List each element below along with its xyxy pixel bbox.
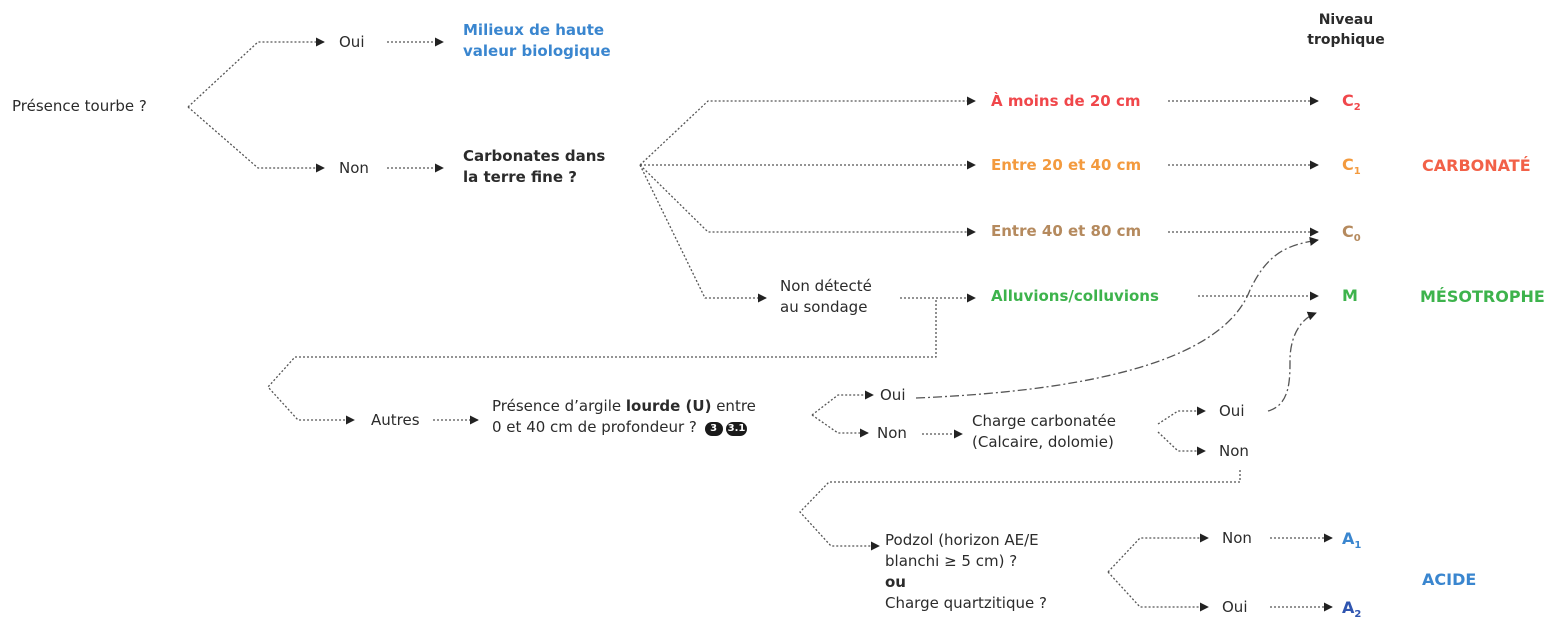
level-a2: A2: [1342, 597, 1361, 622]
label-oui-tourbe: Oui: [339, 33, 365, 51]
level-a1: A1: [1342, 528, 1361, 556]
header-niveau-trophique: Niveau trophique: [1300, 10, 1392, 50]
argile-text-c: entre: [711, 397, 756, 415]
alluvions-colluvions: Alluvions/colluvions: [991, 287, 1159, 305]
charge-carb-line1: Charge carbonatée: [972, 412, 1116, 430]
question-podzol: Podzol (horizon AE/E blanchi ≥ 5 cm) ? o…: [885, 530, 1047, 614]
non-detecte-line1: Non détecté: [780, 277, 872, 295]
milieux-haute-valeur: Milieux de haute valeur biologique: [463, 20, 611, 62]
charge-carb-line2: (Calcaire, dolomie): [972, 433, 1114, 451]
header-line2: trophique: [1307, 32, 1385, 48]
podzol-line1: Podzol (horizon AE/E: [885, 531, 1039, 549]
question-carbonates: Carbonates dans la terre fine ?: [463, 146, 605, 188]
question-argile: Présence d’argile lourde (U) entre 0 et …: [492, 396, 756, 438]
podzol-line2: blanchi ≥ 5 cm) ?: [885, 552, 1018, 570]
level-c2: C2: [1342, 90, 1361, 118]
podzol-line4: Charge quartzitique ?: [885, 594, 1047, 612]
level-a2-letter: A: [1342, 598, 1355, 617]
label-non-tourbe: Non: [339, 159, 369, 177]
level-c1: C1: [1342, 154, 1361, 182]
argile-line1: Présence d’argile lourde (U) entre: [492, 396, 756, 417]
level-a1-letter: A: [1342, 529, 1355, 548]
non-detecte-line2: au sondage: [780, 298, 868, 316]
level-c0-sub: 0: [1353, 233, 1361, 245]
level-c0: C0: [1342, 221, 1361, 249]
depth-40-80: Entre 40 et 80 cm: [991, 222, 1142, 240]
question-charge-carbonatee: Charge carbonatée (Calcaire, dolomie): [972, 411, 1116, 453]
depth-20-40: Entre 20 et 40 cm: [991, 156, 1142, 174]
milieux-line2: valeur biologique: [463, 42, 611, 60]
level-c1-letter: C: [1342, 155, 1354, 174]
depth-moins-20: À moins de 20 cm: [991, 92, 1141, 110]
category-mesotrophe: MÉSOTROPHE: [1420, 287, 1545, 306]
level-a2-sub: 2: [1354, 609, 1362, 621]
milieux-line1: Milieux de haute: [463, 21, 605, 39]
level-m: M: [1342, 286, 1358, 305]
argile-text-a: Présence d’argile: [492, 397, 626, 415]
level-c2-sub: 2: [1353, 102, 1361, 114]
reference-badge-3: 3: [704, 422, 723, 436]
label-autres: Autres: [371, 411, 420, 429]
label-non-argile: Non: [877, 424, 907, 442]
argile-text-lourde: lourde (U): [625, 397, 712, 415]
label-oui-charge: Oui: [1219, 402, 1245, 420]
non-detecte: Non détecté au sondage: [780, 276, 872, 318]
header-line1: Niveau: [1318, 12, 1374, 28]
level-c1-sub: 1: [1353, 166, 1361, 178]
label-non-charge: Non: [1219, 442, 1249, 460]
carbonates-line1: Carbonates dans: [463, 147, 606, 165]
argile-text-line2: 0 et 40 cm de profondeur ?: [492, 418, 697, 436]
label-oui-argile: Oui: [880, 386, 906, 404]
level-c0-letter: C: [1342, 222, 1354, 241]
level-a1-sub: 1: [1354, 540, 1362, 552]
label-non-podzol: Non: [1222, 529, 1252, 547]
reference-badge-3-1: 3.1: [725, 422, 748, 436]
label-oui-podzol: Oui: [1222, 598, 1248, 616]
podzol-line3: ou: [885, 573, 906, 591]
level-c2-letter: C: [1342, 91, 1354, 110]
question-tourbe: Présence tourbe ?: [12, 97, 147, 115]
category-acide: ACIDE: [1422, 570, 1477, 589]
carbonates-line2: la terre fine ?: [463, 168, 577, 186]
category-carbonate: CARBONATÉ: [1422, 156, 1531, 175]
